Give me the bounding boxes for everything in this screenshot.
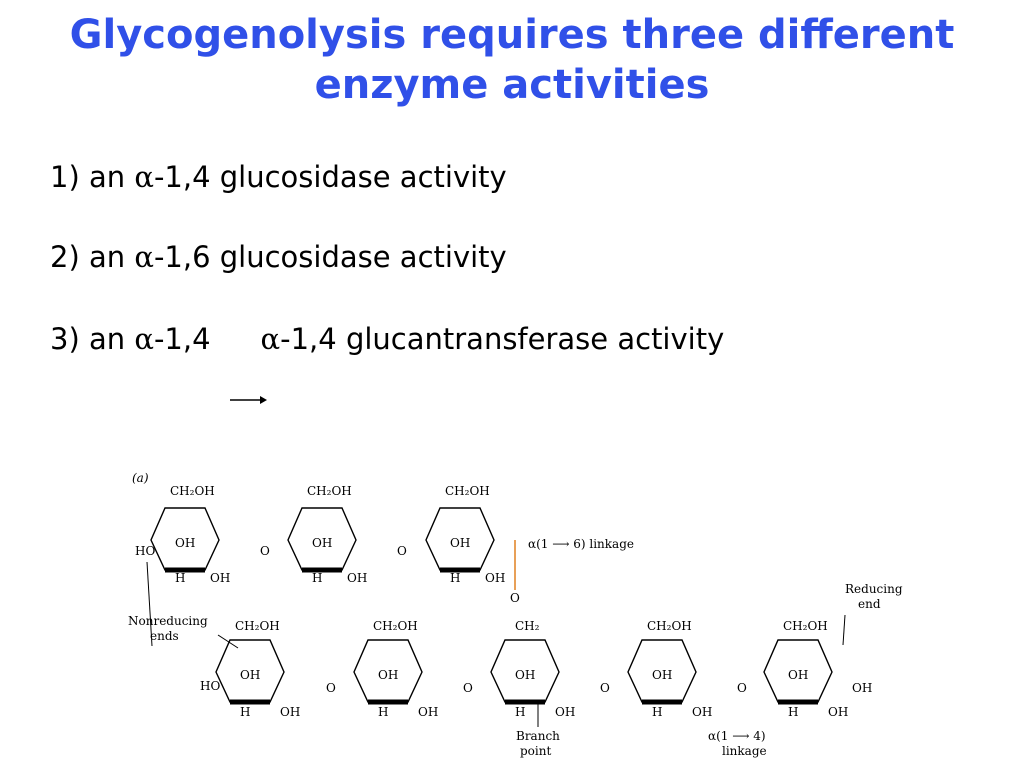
oh-label: OH [347,571,367,585]
title-line-1: Glycogenolysis requires three different [69,12,955,58]
reducing-end-arrow [842,614,846,646]
h-label: H [652,705,662,719]
oh-label: OH [175,536,195,550]
bottom-chain: CH₂OH CH₂OH CH₂ CH₂OH CH₂OH HO O O O O O… [200,619,872,719]
o-label: O [397,544,407,558]
oh-label: OH [240,668,260,682]
oh-label: OH [515,668,535,682]
h-label: H [515,705,525,719]
ch2oh-label: CH₂OH [373,619,418,633]
ch2oh-label: CH₂OH [647,619,692,633]
alpha-1-4-linkage-label: linkage [722,744,767,758]
o-label: O [463,681,473,695]
oh-label: OH [418,705,438,719]
oh-label: OH [378,668,398,682]
h-label: H [175,571,185,585]
nonreducing-end-arrow [217,634,239,649]
o-label: O [510,591,520,605]
h-label: H [378,705,388,719]
o-label: O [600,681,610,695]
slide-title: Glycogenolysis requires three different … [0,10,1024,110]
alpha-symbol: α [260,322,281,356]
ho-label: HO [135,544,155,558]
oh-label: OH [828,705,848,719]
reducing-end-label: Reducing [845,582,903,596]
oh-label: OH [450,536,470,550]
branch-point-label: Branch [516,729,560,743]
panel-label: (a) [132,471,149,485]
oh-label: OH [210,571,230,585]
ch2oh-label: CH₂OH [235,619,280,633]
right-arrow-icon [230,396,267,404]
top-chain: CH₂OH CH₂OH CH₂OH HO O O OH OH OH H OH H… [135,484,634,590]
o-label: O [260,544,270,558]
oh-label: OH [692,705,712,719]
alpha-1-4-linkage-label: α(1 ⟶ 4) [708,729,766,743]
o-label: O [326,681,336,695]
alpha-1-6-linkage-label: α(1 ⟶ 6) linkage [528,537,634,551]
h-label: H [450,571,460,585]
ho-label: HO [200,679,220,693]
oh-label: OH [485,571,505,585]
reducing-end-label: end [858,597,881,611]
ch2oh-label: CH₂OH [783,619,828,633]
glycogen-structure-figure: (a) CH₂OH CH₂OH CH₂OH HO O O OH OH OH H … [128,471,903,758]
alpha-symbol: α [134,240,154,274]
ch2oh-label: CH₂OH [170,484,215,498]
title-line-2: enzyme activities [314,62,710,108]
nonreducing-label: Nonreducing [128,614,208,628]
o-label: O [737,681,747,695]
oh-label: OH [280,705,300,719]
h-label: H [240,705,250,719]
h-label: H [788,705,798,719]
branch-point-label: point [520,744,551,758]
alpha-symbol: α [134,160,154,194]
h-label: H [312,571,322,585]
alpha-symbol: α [134,322,154,356]
oh-label: OH [788,668,808,682]
oh-label: OH [652,668,672,682]
enzyme-activity-2: 2) an α-1,6 glucosidase activity [50,240,507,274]
ch2oh-label: CH₂OH [307,484,352,498]
nonreducing-label: ends [150,629,179,643]
oh-label: OH [312,536,332,550]
nonreducing-end-arrow [146,561,153,647]
oh-label: OH [852,681,872,695]
enzyme-activity-1: 1) an α-1,4 glucosidase activity [50,160,507,194]
ch2-label: CH₂ [515,619,540,633]
ch2oh-label: CH₂OH [445,484,490,498]
oh-label: OH [555,705,575,719]
